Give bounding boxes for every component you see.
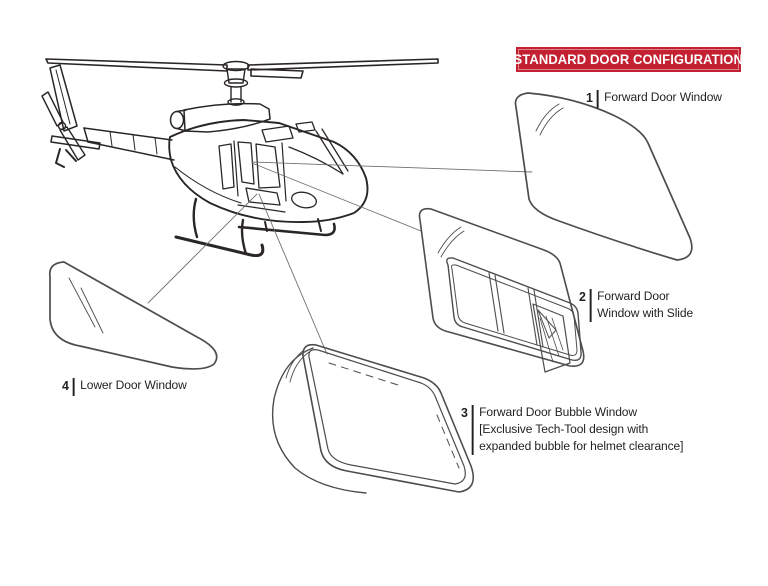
callout-text: Forward Door Bubble Window [479,405,637,419]
tail-fin [49,64,78,132]
leader-line-4 [147,193,258,304]
callout-divider [471,405,474,455]
banner-title: STANDARD DOOR CONFIGURATION [513,52,744,67]
leader-line-2 [251,162,422,232]
engine-cowling [169,102,271,133]
callout-text: expanded bubble for helmet clearance] [479,439,684,453]
callout-divider [72,378,75,396]
callout-number: 3 [461,405,468,420]
title-banner: STANDARD DOOR CONFIGURATION [513,47,744,72]
leader-line-1 [251,161,533,173]
helicopter-illustration [41,58,439,257]
callout-text: Forward Door Window [604,90,722,104]
callout-leader-lines [147,161,533,355]
callout-divider [596,90,599,108]
callout-number: 1 [586,90,593,105]
forward-door-window-drawing [514,92,693,261]
slide-pane [532,303,571,373]
callout-text: Window with Slide [597,306,694,320]
callout-number: 4 [62,378,69,393]
tail-stabilizer-skid [50,135,101,168]
nose-vent [291,191,317,209]
fuselage [168,119,369,223]
rotor-hub-and-mast [222,60,250,106]
roof-windows [261,121,316,143]
banner-inner-border [518,49,739,70]
cabin-door-windows [218,140,287,213]
callout-divider [589,289,592,322]
forward-door-bubble-window-drawing [271,343,475,494]
windshield [288,128,349,175]
callout-label-4: 4 Lower Door Window [62,377,187,396]
leader-line-3 [258,193,328,355]
callout-text: [Exclusive Tech-Tool design with [479,422,649,436]
callout-text: Lower Door Window [80,378,187,392]
callout-number: 2 [579,289,586,304]
forward-door-window-with-slide-drawing [418,207,585,373]
callout-text: Forward Door [597,289,670,303]
callout-label-1: 1 Forward Door Window [586,89,722,108]
lower-door-window-drawing [48,261,218,370]
tail-rotor [41,91,86,161]
callout-label-2: 2 Forward Door Window with Slide [579,288,693,322]
callout-label-3: 3 Forward Door Bubble Window [Exclusive … [461,404,683,455]
landing-skids [174,197,336,257]
tail-boom [83,127,175,161]
bubble-bulge [271,347,367,494]
